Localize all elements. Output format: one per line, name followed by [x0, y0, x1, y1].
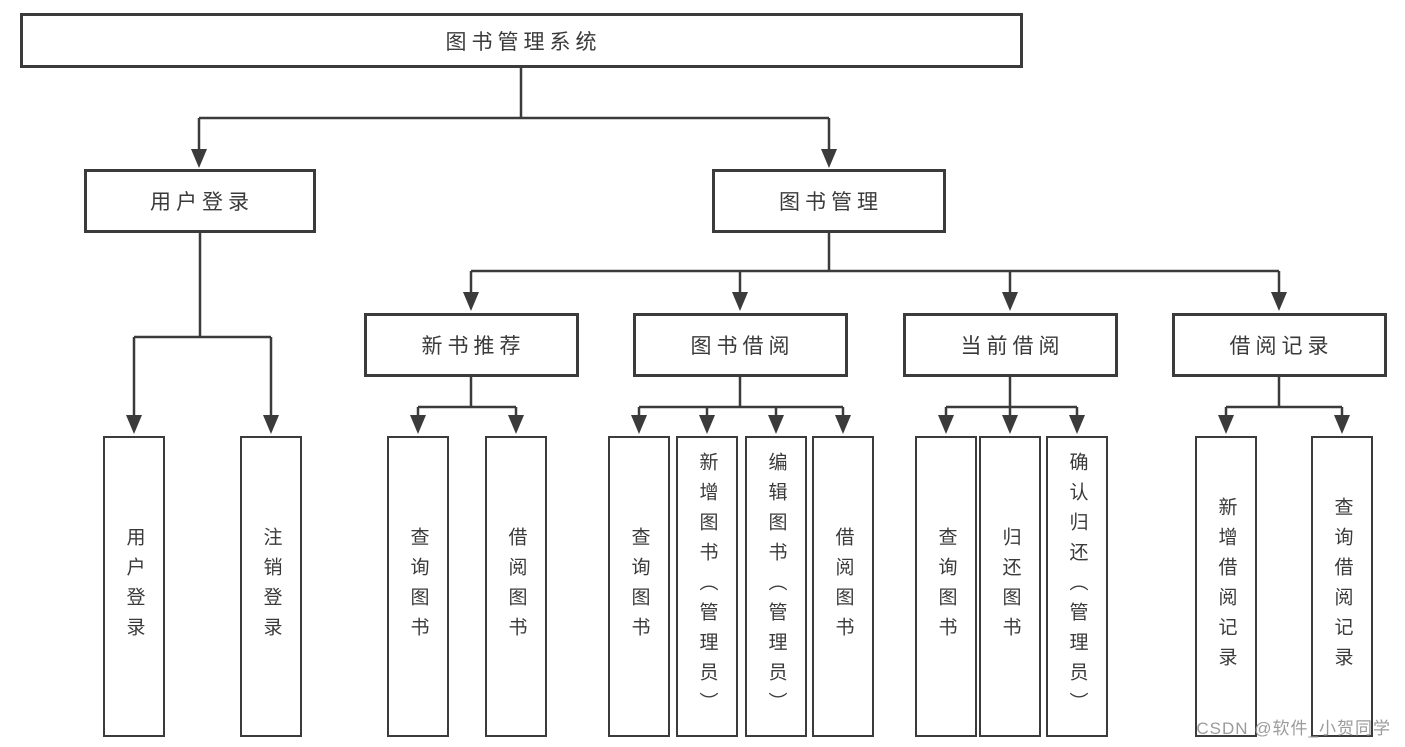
node-book-management: 图书管理 [712, 169, 946, 233]
leaf-recommend-borrow-books-label: 借阅图书 [505, 526, 527, 647]
node-book-management-label: 图书管理 [779, 191, 883, 214]
leaf-recommend-borrow-books: 借阅图书 [485, 436, 547, 737]
leaf-logout-label: 注销登录 [260, 526, 282, 647]
leaf-confirm-return-admin-label: 确认归还（管理员） [1066, 451, 1088, 722]
node-new-book-recommend-label: 新书推荐 [421, 335, 526, 358]
leaf-borrow-borrow-books: 借阅图书 [812, 436, 874, 737]
node-book-borrow-label: 图书借阅 [690, 335, 795, 358]
leaf-user-login: 用户登录 [103, 436, 165, 737]
node-current-borrow: 当前借阅 [903, 313, 1118, 377]
leaf-return-book-label: 归还图书 [999, 526, 1021, 647]
leaf-query-borrow-record-label: 查询借阅记录 [1331, 496, 1353, 677]
leaf-user-login-label: 用户登录 [123, 526, 145, 647]
leaf-recommend-query-books-label: 查询图书 [407, 526, 429, 647]
node-borrow-records-label: 借阅记录 [1229, 335, 1334, 358]
leaf-current-query-books-label: 查询图书 [935, 526, 957, 647]
leaf-add-book-admin-label: 新增图书（管理员） [696, 451, 718, 722]
leaf-return-book: 归还图书 [979, 436, 1041, 737]
node-root: 图书管理系统 [20, 13, 1023, 68]
node-new-book-recommend: 新书推荐 [364, 313, 579, 377]
node-book-borrow: 图书借阅 [633, 313, 848, 377]
leaf-edit-book-admin: 编辑图书（管理员） [745, 436, 807, 737]
leaf-borrow-query-books: 查询图书 [608, 436, 670, 737]
leaf-borrow-query-books-label: 查询图书 [628, 526, 650, 647]
leaf-add-borrow-record-label: 新增借阅记录 [1215, 496, 1237, 677]
leaf-current-query-books: 查询图书 [915, 436, 977, 737]
node-user-login: 用户登录 [84, 169, 316, 233]
watermark-text: CSDN @软件_小贺同学 [1196, 719, 1391, 738]
leaf-add-borrow-record: 新增借阅记录 [1195, 436, 1257, 737]
leaf-edit-book-admin-label: 编辑图书（管理员） [765, 451, 787, 722]
leaf-logout: 注销登录 [240, 436, 302, 737]
leaf-recommend-query-books: 查询图书 [387, 436, 449, 737]
node-current-borrow-label: 当前借阅 [960, 335, 1065, 358]
leaf-confirm-return-admin: 确认归还（管理员） [1046, 436, 1108, 737]
node-user-login-label: 用户登录 [150, 191, 254, 214]
leaf-query-borrow-record: 查询借阅记录 [1311, 436, 1373, 737]
leaf-borrow-borrow-books-label: 借阅图书 [832, 526, 854, 647]
node-root-label: 图书管理系统 [445, 30, 602, 54]
leaf-add-book-admin: 新增图书（管理员） [676, 436, 738, 737]
node-borrow-records: 借阅记录 [1172, 313, 1387, 377]
